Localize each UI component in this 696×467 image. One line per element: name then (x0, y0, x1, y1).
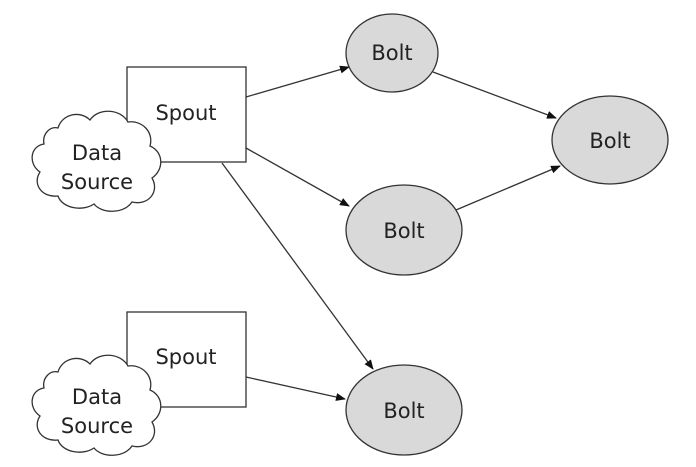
data-source-cloud-top: Data Source (31, 110, 162, 212)
bolt-ellipse (551, 95, 669, 185)
bolt-label: Bolt (383, 399, 424, 423)
bolt-ellipse (345, 364, 463, 456)
bolt-ellipse (345, 184, 463, 276)
cloud-icon (31, 354, 162, 456)
edge-spout-top-to-bolt-middle (245, 147, 350, 207)
edge-spout-bottom-to-bolt-bottom (245, 376, 346, 401)
bolt-node-right: Bolt (551, 95, 669, 185)
data-source-label-line2: Source (61, 414, 133, 438)
data-source-label-line1: Data (72, 385, 122, 409)
bolt-label: Bolt (589, 129, 630, 153)
bolt-ellipse (345, 13, 439, 93)
bolt-label: Bolt (383, 219, 424, 243)
spout-label: Spout (155, 345, 216, 369)
data-source-cloud-bottom: Data Source (31, 354, 162, 456)
data-source-label-line2: Source (61, 170, 133, 194)
spout-label: Spout (155, 101, 216, 125)
edges (221, 65, 561, 401)
cloud-icon (31, 110, 162, 212)
spout-node-top: Spout (126, 66, 247, 163)
bolt-node-bottom: Bolt (345, 364, 463, 456)
edge-spout-top-to-bolt-top (245, 65, 350, 98)
bolt-label: Bolt (371, 41, 412, 65)
bolt-node-middle: Bolt (345, 184, 463, 276)
edge-bolt-middle-to-bolt-right (455, 165, 561, 211)
edge-bolt-top-to-bolt-right (432, 71, 557, 119)
data-source-label-line1: Data (72, 141, 122, 165)
edge-spout-top-to-bolt-bottom (221, 162, 374, 370)
bolt-node-top: Bolt (345, 13, 439, 93)
